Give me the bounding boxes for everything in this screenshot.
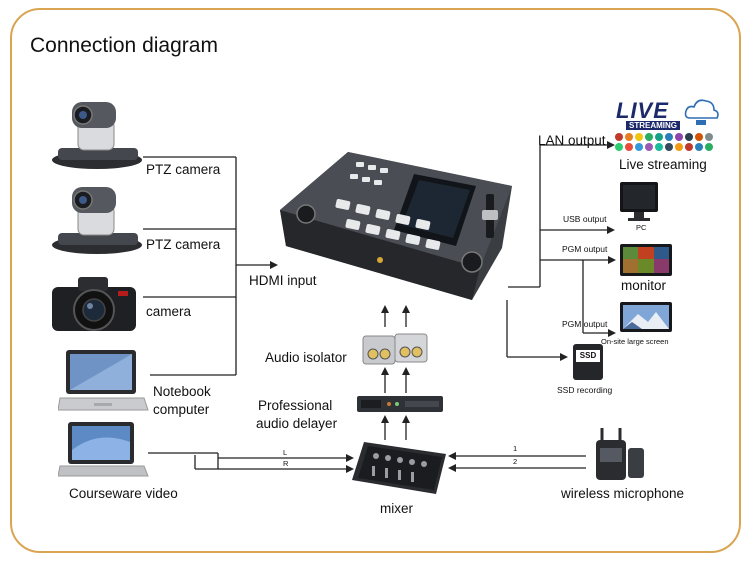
large-screen-icon bbox=[620, 302, 672, 332]
delayer-label-line2: audio delayer bbox=[256, 416, 338, 431]
ptz-camera-label-1: PTZ camera bbox=[146, 162, 221, 177]
channel-r-label: R bbox=[283, 459, 289, 468]
audio-isolator-icon bbox=[362, 333, 428, 365]
notebook-label-line1: Notebook bbox=[153, 384, 211, 399]
diagram-title: Connection diagram bbox=[30, 34, 218, 57]
ssd-icon: SSD bbox=[573, 344, 603, 380]
channel-l-label: L bbox=[283, 448, 288, 457]
camera-icon bbox=[52, 277, 136, 331]
camera-label: camera bbox=[146, 304, 192, 319]
delayer-label-line1: Professional bbox=[258, 398, 333, 413]
live-streaming-logo: LIVE STREAMING bbox=[612, 96, 724, 156]
pc-icon bbox=[620, 182, 658, 221]
usb-output-label: USB output bbox=[563, 214, 607, 224]
notebook-label-line2: computer bbox=[153, 402, 210, 417]
pgm-output-label-2: PGM output bbox=[562, 319, 608, 329]
ptz-camera-label-2: PTZ camera bbox=[146, 237, 221, 252]
lan-output-label: LAN output bbox=[538, 133, 606, 148]
pc-label: PC bbox=[636, 223, 647, 232]
cloud-icon bbox=[684, 99, 719, 125]
ssd-badge: SSD bbox=[576, 350, 600, 362]
laptop-icon bbox=[58, 422, 149, 477]
ssd-recording-label: SSD recording bbox=[557, 385, 613, 395]
audio-isolator-label: Audio isolator bbox=[265, 350, 347, 365]
mixer-label: mixer bbox=[380, 501, 413, 516]
live-streaming-label: Live streaming bbox=[619, 157, 707, 172]
monitor-label: monitor bbox=[621, 278, 667, 293]
ptz-camera-icon bbox=[52, 187, 142, 254]
wireless-mic-label: wireless microphone bbox=[561, 486, 685, 501]
wireless-microphone-icon bbox=[596, 428, 644, 480]
monitor-icon bbox=[620, 244, 672, 276]
channel-1-label: 1 bbox=[513, 444, 518, 453]
hdmi-input-label: HDMI input bbox=[249, 273, 317, 288]
ptz-camera-icon bbox=[52, 102, 142, 169]
courseware-label: Courseware video bbox=[69, 486, 178, 501]
diagram-frame bbox=[10, 8, 741, 553]
channel-2-label: 2 bbox=[513, 457, 518, 466]
video-switcher-icon bbox=[280, 152, 512, 300]
audio-delayer-icon bbox=[357, 396, 443, 412]
large-screen-label: On-site large screen bbox=[601, 337, 669, 346]
notebook-icon bbox=[58, 350, 149, 411]
mixer-icon bbox=[352, 442, 446, 494]
logo-streaming-text: STREAMING bbox=[626, 121, 680, 130]
pgm-output-label-1: PGM output bbox=[562, 244, 608, 254]
platform-icons bbox=[615, 133, 713, 151]
logo-live-text: LIVE bbox=[616, 98, 669, 123]
